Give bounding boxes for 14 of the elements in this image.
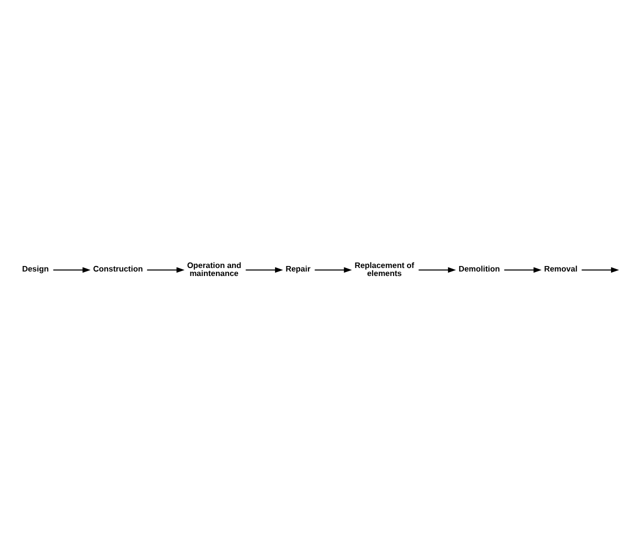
arrow (245, 266, 284, 272)
arrow (314, 266, 352, 272)
node-text: Design (22, 264, 49, 273)
node-text: Repair (286, 264, 310, 273)
node-text: Construction (93, 264, 143, 273)
arrow (504, 266, 542, 272)
arrow (418, 266, 456, 272)
node-text: Removal (544, 264, 578, 273)
node-text: Operation and maintenance (187, 260, 242, 278)
arrow (146, 266, 185, 272)
node-text: Replacement of elements (354, 260, 414, 278)
node-text: Demolition (458, 264, 500, 273)
arrow (581, 266, 620, 272)
arrow (52, 266, 91, 272)
